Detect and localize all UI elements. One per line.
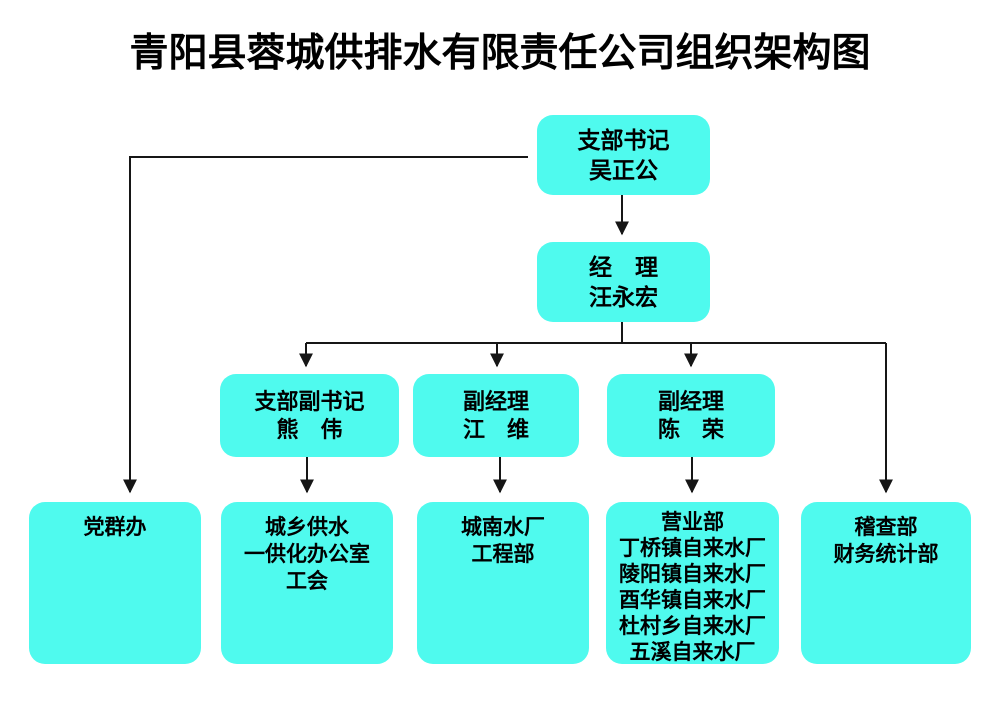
dept-label: 陵阳镇自来水厂 — [619, 563, 766, 586]
page-title: 青阳县蓉城供排水有限责任公司组织架构图 — [129, 32, 871, 75]
dept-label: 酉华镇自来水厂 — [619, 589, 766, 612]
role-label: 副经理 — [462, 388, 529, 414]
node-secretary: 支部书记 吴正公 — [537, 115, 710, 195]
dept-label: 丁桥镇自来水厂 — [619, 537, 766, 560]
dept-label: 财务统计部 — [833, 543, 939, 566]
dept-label: 五溪自来水厂 — [629, 641, 756, 664]
node-sales-dept: 营业部 丁桥镇自来水厂 陵阳镇自来水厂 酉华镇自来水厂 杜村乡自来水厂 五溪自来… — [606, 502, 779, 664]
dept-label: 工会 — [286, 570, 328, 593]
node-audit-dept: 稽查部 财务统计部 — [801, 502, 971, 664]
dept-label: 党群办 — [83, 516, 147, 539]
role-label: 副经理 — [657, 388, 724, 414]
node-deputy-manager-chen: 副经理 陈 荣 — [607, 374, 775, 457]
node-manager: 经 理 汪永宏 — [537, 242, 710, 322]
node-urban-rural-water: 城乡供水 一供化办公室 工会 — [221, 502, 393, 664]
person-name: 江 维 — [462, 416, 529, 442]
dept-label: 工程部 — [471, 543, 535, 566]
dept-label: 城南水厂 — [461, 516, 545, 539]
dept-label: 稽查部 — [854, 516, 918, 539]
dept-label: 一供化办公室 — [244, 543, 370, 566]
role-label: 经 理 — [589, 254, 658, 280]
role-label: 支部副书记 — [254, 388, 365, 414]
dept-label: 营业部 — [661, 511, 724, 534]
node-deputy-secretary: 支部副书记 熊 伟 — [220, 374, 399, 457]
dept-label: 杜村乡自来水厂 — [619, 615, 766, 638]
node-deputy-manager-jiang: 副经理 江 维 — [413, 374, 579, 457]
node-chengnan-plant: 城南水厂 工程部 — [417, 502, 589, 664]
node-party-office: 党群办 — [29, 502, 201, 664]
role-label: 支部书记 — [577, 127, 670, 153]
person-name: 熊 伟 — [276, 416, 343, 442]
dept-label: 城乡供水 — [265, 516, 349, 539]
person-name: 陈 荣 — [657, 416, 724, 442]
person-name: 吴正公 — [589, 157, 658, 183]
person-name: 汪永宏 — [589, 284, 658, 310]
